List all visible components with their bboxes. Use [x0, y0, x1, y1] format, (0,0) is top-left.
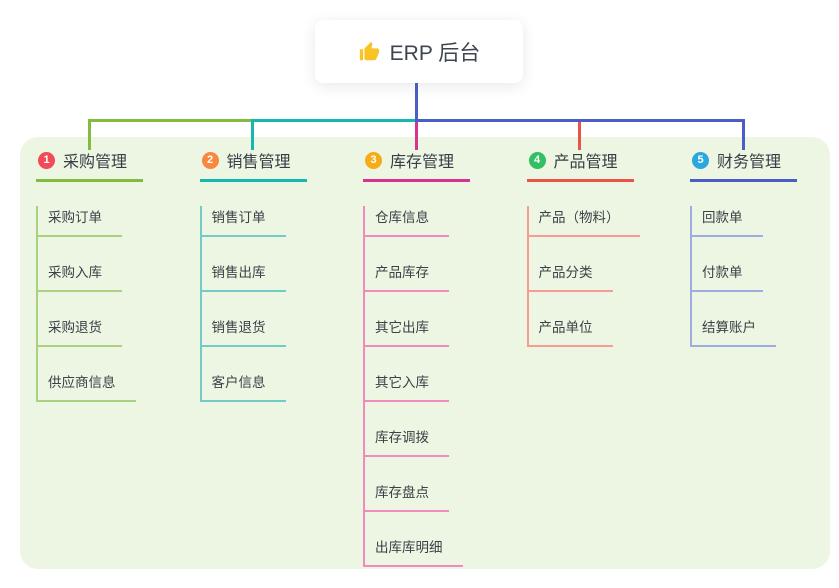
branch-children: 采购订单采购入库采购退货供应商信息	[36, 206, 136, 402]
branch-number-badge: 3	[365, 151, 382, 169]
child-node[interactable]: 出库库明细	[365, 536, 463, 567]
child-node[interactable]: 付款单	[692, 261, 763, 292]
child-node[interactable]: 其它出库	[365, 316, 449, 347]
child-node[interactable]: 产品分类	[528, 261, 613, 292]
branch-children: 回款单付款单结算账户	[690, 206, 776, 347]
branch-drop-line	[251, 119, 254, 150]
branch-drop-line	[87, 119, 91, 150]
branch-label: 采购管理	[63, 154, 128, 171]
branch-1: 1 采购管理采购订单采购入库采购退货供应商信息	[36, 148, 144, 402]
branch-5: 5 财务管理回款单付款单结算账户	[690, 148, 798, 347]
branch-children: 产品（物料） 产品分类产品单位	[526, 206, 640, 347]
child-node[interactable]: 产品库存	[365, 261, 449, 292]
branch-label: 销售管理	[226, 154, 291, 171]
root-node[interactable]: ERP 后台	[315, 20, 523, 83]
child-node[interactable]: 产品（物料）	[528, 206, 640, 237]
branches-panel	[20, 137, 830, 569]
branch-label: 产品管理	[553, 154, 618, 171]
branch-drop-line	[414, 122, 418, 150]
child-node[interactable]: 供应商信息	[38, 371, 136, 402]
child-node[interactable]: 采购退货	[38, 316, 122, 347]
child-node[interactable]: 客户信息	[201, 371, 286, 402]
child-node[interactable]: 结算账户	[692, 316, 776, 347]
branch-2: 2 销售管理销售订单销售出库销售退货客户信息	[199, 148, 307, 402]
thumbs-up-icon	[358, 41, 380, 63]
bus-segment	[251, 119, 415, 122]
child-node[interactable]: 销售退货	[201, 316, 286, 347]
branch-drop-line	[741, 119, 745, 150]
child-node[interactable]: 销售出库	[201, 261, 286, 292]
branch-label: 财务管理	[717, 154, 782, 171]
child-node[interactable]: 采购入库	[38, 261, 122, 292]
branch-children: 仓库信息产品库存其它出库其它入库库存调拨库存盘点出库库明细	[363, 206, 463, 567]
branch-header[interactable]: 4 产品管理	[526, 148, 634, 182]
bus-segment	[87, 119, 251, 122]
branch-drop-line	[578, 122, 581, 150]
branch-label: 库存管理	[390, 154, 455, 171]
child-node[interactable]: 仓库信息	[365, 206, 449, 237]
root-connector-line	[414, 83, 418, 119]
child-node[interactable]: 采购订单	[38, 206, 122, 237]
branch-header[interactable]: 1 采购管理	[36, 148, 144, 182]
child-node[interactable]: 产品单位	[528, 316, 613, 347]
child-node[interactable]: 其它入库	[365, 371, 449, 402]
branch-header[interactable]: 3 库存管理	[363, 148, 471, 182]
branch-3: 3 库存管理仓库信息产品库存其它出库其它入库库存调拨库存盘点出库库明细	[363, 148, 471, 567]
branch-header[interactable]: 5 财务管理	[690, 148, 798, 182]
child-node[interactable]: 回款单	[692, 206, 763, 237]
branch-number-badge: 5	[692, 151, 709, 169]
bus-segment	[414, 119, 745, 122]
branch-header[interactable]: 2 销售管理	[199, 148, 307, 182]
branch-4: 4 产品管理产品（物料） 产品分类产品单位	[526, 148, 640, 347]
branch-number-badge: 1	[38, 151, 55, 169]
child-node[interactable]: 销售订单	[201, 206, 286, 237]
branch-number-badge: 4	[528, 151, 546, 169]
child-node[interactable]: 库存调拨	[365, 426, 449, 457]
branch-children: 销售订单销售出库销售退货客户信息	[199, 206, 286, 402]
root-title: ERP 后台	[389, 41, 481, 65]
child-node[interactable]: 库存盘点	[365, 481, 449, 512]
branch-number-badge: 2	[201, 151, 219, 169]
